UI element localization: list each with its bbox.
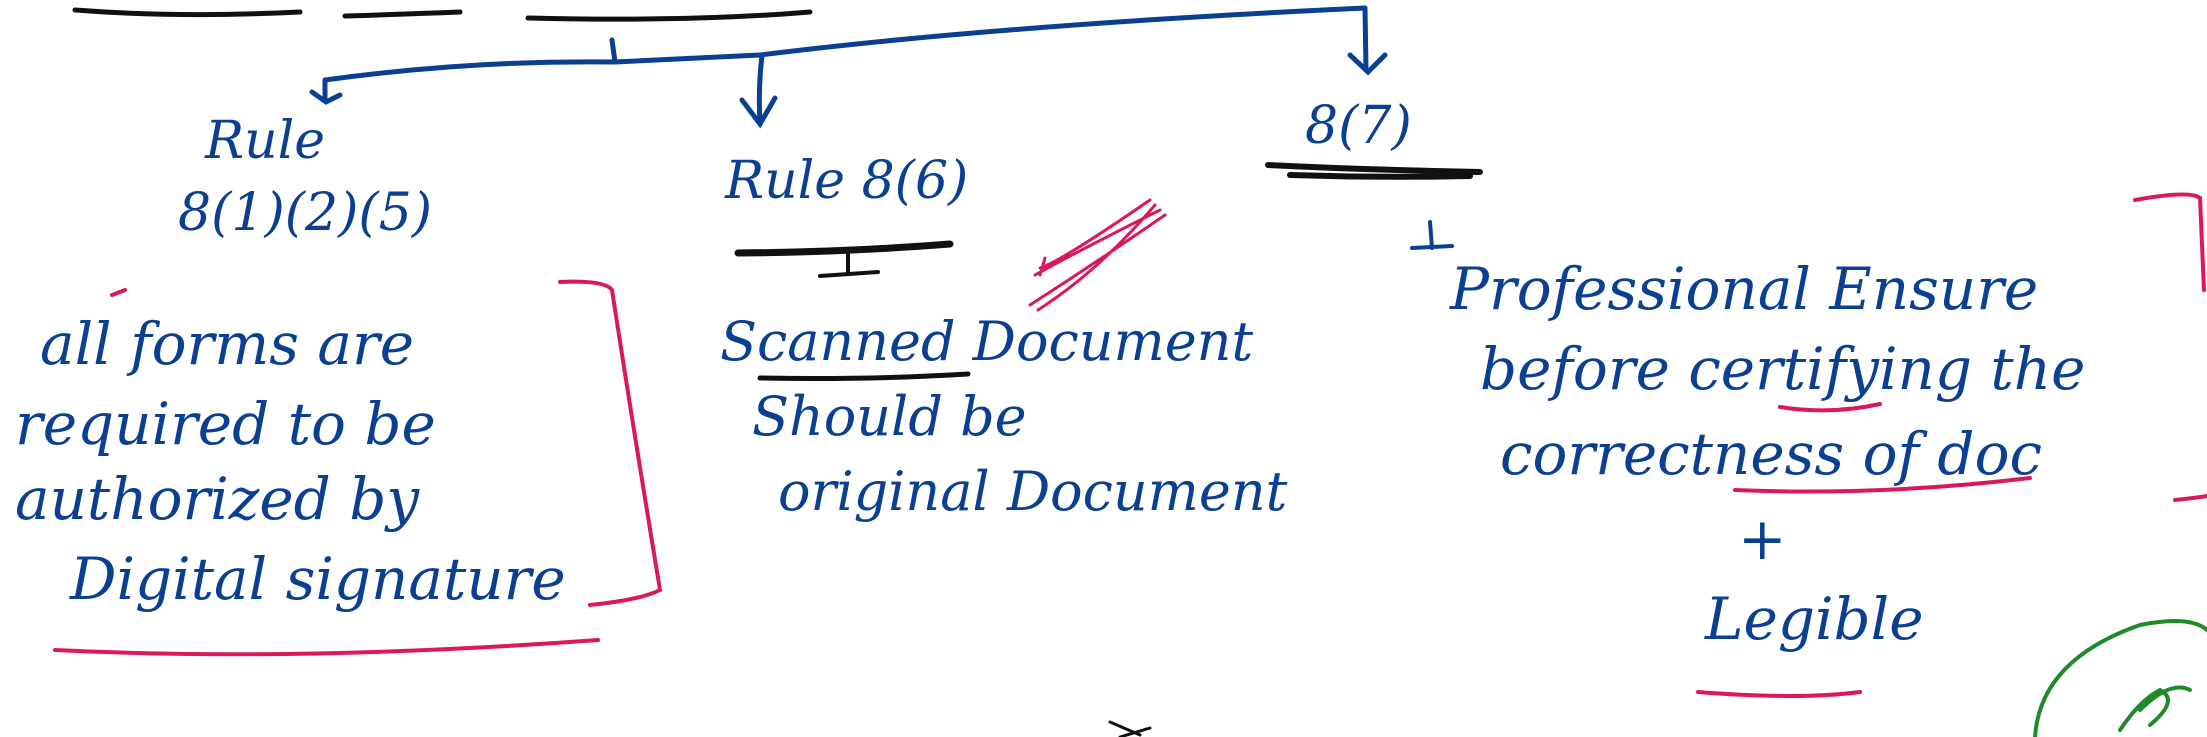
middle-body-line3: original Document: [778, 460, 1288, 523]
middle-scanned-underline: [757, 371, 971, 381]
certifying-underline: [1778, 402, 1882, 413]
legible-underline: [1696, 690, 1862, 698]
connector-main: [322, 5, 1368, 83]
right-heading-underline: [1265, 162, 1483, 180]
left-body-line1: all forms are: [40, 310, 415, 378]
bottom-stray-mark: [1108, 720, 1152, 737]
right-body-line3: correctness of doc: [1500, 420, 2042, 488]
left-body-line3: authorized by: [15, 465, 420, 533]
connector-top-stub: [609, 37, 618, 65]
left-bracket: [558, 279, 663, 607]
left-body-line4: Digital signature: [70, 545, 566, 613]
left-underline: [53, 638, 600, 657]
green-circle-partial: [2033, 619, 2207, 737]
left-heading-line2: 8(1)(2)(5): [178, 183, 433, 243]
green-scribble: [2118, 685, 2192, 732]
arrow-left-head: [309, 89, 343, 105]
connector-right-drop: [1362, 5, 1369, 73]
left-heading-line1: Rule: [205, 111, 326, 171]
left-body-line2: required to be: [15, 390, 436, 458]
right-edge-bracket: [2133, 192, 2207, 502]
arrow-right-head: [1347, 52, 1388, 76]
middle-down-tick: [818, 250, 880, 278]
middle-body-line2: Should be: [752, 385, 1027, 448]
middle-body-line1: Scanned Document: [720, 310, 1254, 373]
right-body-plus: +: [1738, 505, 1787, 573]
arrow-middle-head: [739, 95, 778, 129]
correctness-underline: [1733, 476, 2032, 494]
middle-heading: Rule 8(6): [725, 151, 969, 211]
right-down-tick: [1410, 220, 1454, 250]
top-underline-1: [72, 7, 303, 18]
right-body-line1: Professional Ensure: [1450, 255, 2039, 323]
top-underline-2: [342, 9, 463, 19]
middle-heading-underline: [734, 240, 954, 257]
right-body-line5: Legible: [1705, 585, 1924, 653]
right-body-line2: before certifying the: [1480, 335, 2086, 403]
pink-emphasis-scribble: [1028, 198, 1167, 312]
top-underline-3: [525, 9, 813, 22]
connector-middle-drop: [756, 52, 765, 125]
right-heading: 8(7): [1305, 96, 1412, 156]
left-tick: [110, 288, 127, 297]
